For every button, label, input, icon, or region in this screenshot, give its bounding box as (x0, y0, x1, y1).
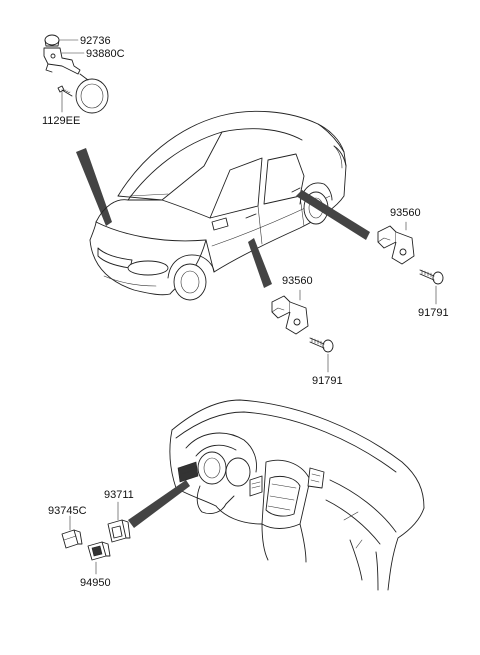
label-93560-right: 93560 (390, 207, 421, 219)
door-switch-center: 93560 91791 (271, 275, 343, 387)
front-door-pointer-arrow (248, 238, 272, 288)
horn-bracket-part (43, 47, 81, 75)
screw-91791-center-part (309, 337, 334, 353)
switch-group: 93711 93745C 94950 (48, 489, 134, 589)
horn-assembly: 92736 93880C 1129EE (42, 34, 125, 127)
dashboard-illustration (169, 399, 425, 591)
door-switch-right-part (377, 225, 415, 265)
horn-disc-part (75, 73, 109, 114)
label-93560-center: 93560 (282, 275, 313, 287)
door-switch-center-part (271, 295, 309, 335)
label-91791-right: 91791 (418, 307, 449, 319)
label-93880c: 93880C (86, 48, 125, 60)
horn-cap-part (44, 34, 60, 47)
switch-94950-part (87, 541, 111, 561)
dash-pointer-arrow (128, 480, 190, 528)
rear-door-pointer-arrow (296, 190, 370, 240)
label-1129ee: 1129EE (42, 115, 80, 127)
screw-91791-right-part (419, 269, 444, 285)
label-94950: 94950 (80, 577, 111, 589)
car-illustration (89, 110, 347, 301)
label-93711: 93711 (104, 489, 134, 501)
label-91791-center: 91791 (312, 375, 343, 387)
bolt-1129ee-part (57, 85, 73, 97)
switch-93711-part (107, 519, 131, 543)
label-92736: 92736 (80, 35, 111, 47)
switch-93745c-part (61, 529, 83, 549)
horn-pointer-arrow (76, 148, 112, 226)
label-93745c: 93745C (48, 505, 87, 517)
door-switch-right: 93560 91791 (377, 207, 449, 319)
